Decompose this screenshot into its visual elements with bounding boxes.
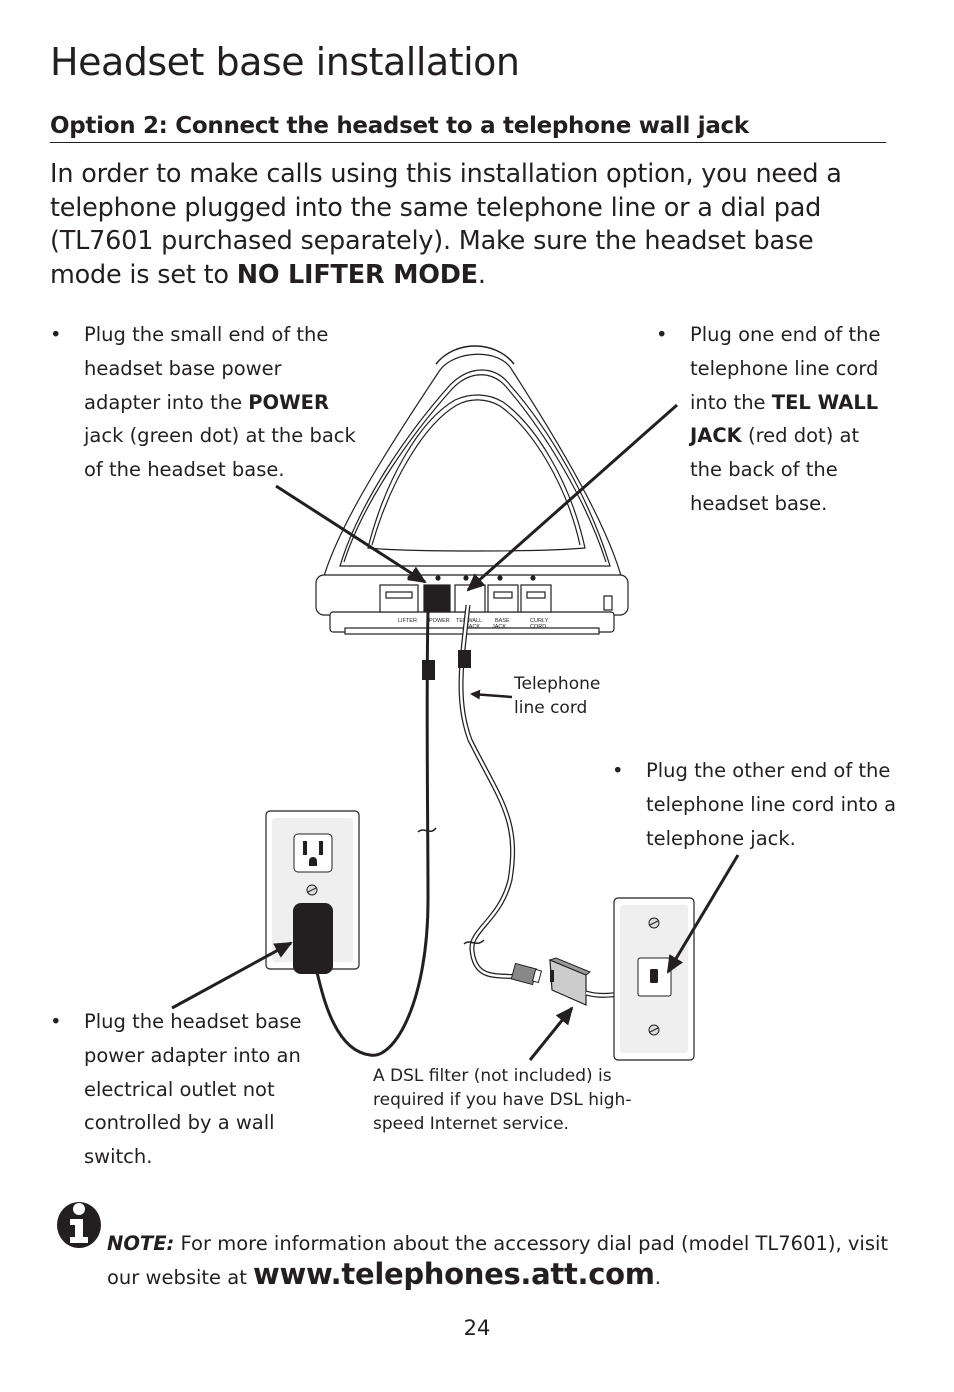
base-window-2	[371, 399, 581, 546]
line-cord-clip	[458, 650, 471, 668]
arrow-to-cord	[470, 689, 513, 700]
bullet-symbol: •	[50, 323, 62, 346]
arrow-to-power-jack	[275, 484, 427, 584]
cord-break-1	[417, 827, 437, 833]
bullet-outlet: • Plug the headset base power adapter in…	[50, 1005, 320, 1174]
base-window	[367, 394, 586, 552]
note-end: .	[654, 1266, 661, 1289]
bullet-text: Plug the small end of the headset base p…	[84, 318, 360, 487]
bullet-bold-tel-wall-jack: TEL WALL JACK	[690, 390, 879, 448]
arrow-to-tel-wall-jack	[466, 403, 678, 592]
section-heading: Option 2: Connect the headset to a telep…	[50, 113, 886, 143]
page-number: 24	[463, 1316, 491, 1340]
arrow-to-dsl-filter	[528, 1006, 574, 1061]
side-switch	[603, 595, 613, 611]
power-cord	[313, 611, 430, 1057]
note-text: For more information about the accessory…	[107, 1232, 889, 1289]
note-label: NOTE:	[107, 1232, 175, 1255]
cord-break-2	[463, 939, 485, 945]
website-link[interactable]: www.telephones.att.com	[253, 1257, 655, 1291]
bullet-bold-power: POWER	[248, 390, 329, 414]
bullet-text-part: Plug one end of the telephone line cord …	[690, 323, 881, 414]
bullet-text: Plug the headset base power adapter into…	[84, 1010, 302, 1169]
intro-paragraph: In order to make calls using this instal…	[50, 158, 890, 293]
telephone-line-cord	[459, 604, 521, 979]
bullet-symbol: •	[50, 1010, 62, 1033]
power-adapter	[293, 903, 333, 974]
telephone-wall-jack	[613, 897, 695, 1061]
bullet-text-part: Plug the small end of the headset base p…	[84, 323, 329, 414]
callout-telephone-line-cord: Telephone line cord	[514, 674, 601, 718]
base-outer-shell	[319, 353, 626, 593]
callout-dsl-filter: A DSL filter (not included) is required …	[373, 1066, 632, 1134]
bullet-power-jack: • Plug the small end of the headset base…	[50, 318, 360, 487]
port-label-lifter: LIFTER	[398, 618, 417, 624]
note: NOTE: For more information about the acc…	[107, 1228, 907, 1293]
power-cord-clip	[422, 660, 435, 680]
port-label-tel: TEL WALL	[456, 618, 482, 624]
dsl-filter	[548, 957, 592, 1006]
port-label-power: POWER	[429, 618, 450, 624]
bullet-telephone-jack: • Plug the other end of the telephone li…	[612, 754, 902, 855]
bullet-text-part: (red dot) at the back of the headset bas…	[690, 424, 860, 515]
electrical-outlet	[265, 810, 360, 970]
base-bottom	[344, 627, 600, 635]
port-label-base2: JACK	[492, 624, 506, 630]
rj11-plug	[510, 962, 543, 986]
port-labels: LIFTER POWER TEL WALL JACK BASE JACK CUR…	[398, 618, 549, 630]
bullet-text: Plug one end of the telephone line cord …	[690, 318, 896, 521]
base-inner-ring-2	[343, 374, 607, 563]
bullet-symbol: •	[656, 323, 668, 346]
headset-base	[315, 345, 629, 635]
port-label-base: BASE	[495, 618, 510, 624]
arrow-to-telephone-jack	[666, 854, 740, 974]
intro-text: In order to make calls using this instal…	[50, 159, 842, 291]
port-label-tel2: JACK	[466, 624, 480, 630]
page-title: Headset base installation	[50, 40, 520, 84]
port-label-curly: CURLY	[530, 618, 549, 624]
bullet-symbol: •	[612, 759, 624, 782]
bullet-text: Plug the other end of the telephone line…	[646, 759, 897, 850]
intro-end: .	[477, 260, 486, 291]
power-port	[423, 584, 451, 613]
bullet-tel-wall-jack: • Plug one end of the telephone line cor…	[656, 318, 896, 521]
info-icon	[57, 1202, 101, 1248]
arrow-to-adapter	[171, 941, 293, 1010]
port-label-curly2: CORD	[530, 624, 546, 630]
bullet-text-part: jack (green dot) at the back of the head…	[84, 424, 356, 482]
base-top-arc	[435, 345, 515, 365]
intro-bold-mode: NO LIFTER MODE	[236, 260, 478, 291]
